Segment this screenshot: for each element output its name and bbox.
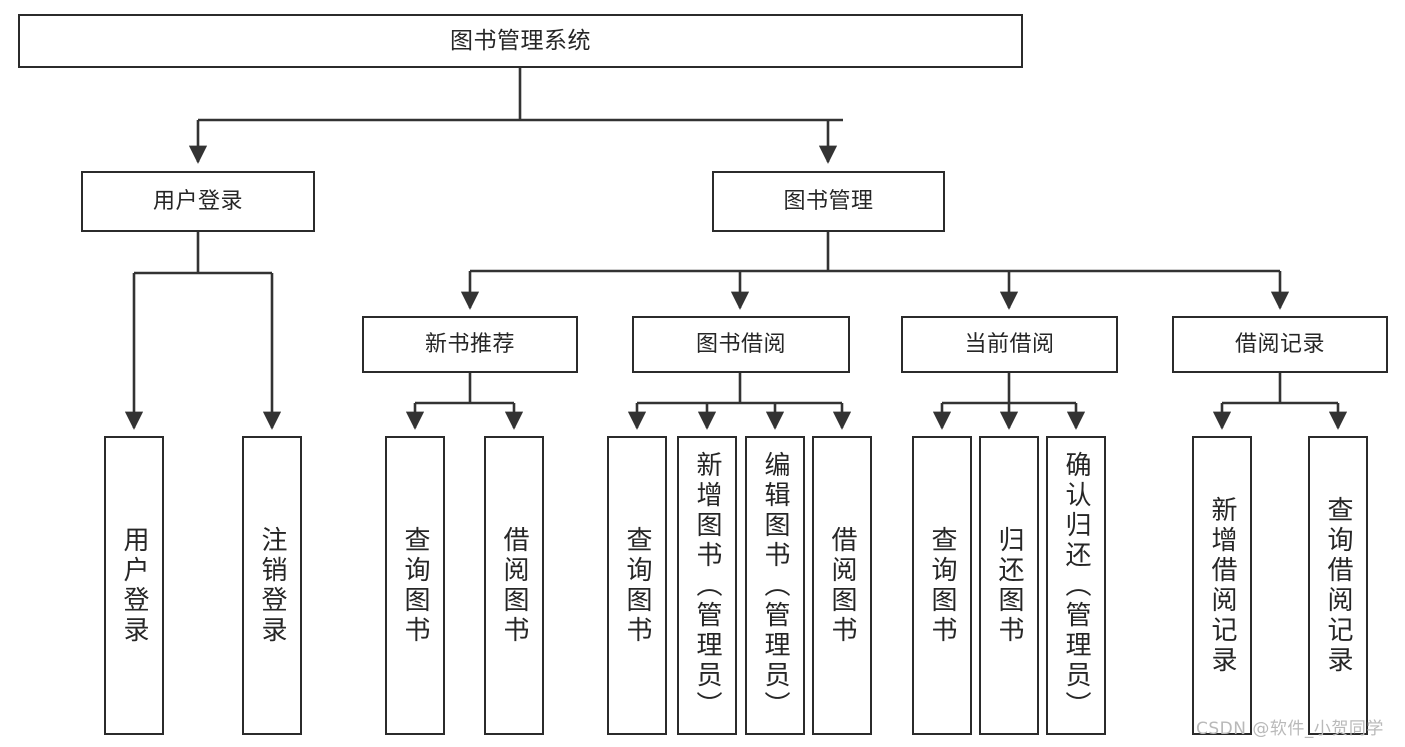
node-label: 编辑图书（管理员） <box>760 450 790 721</box>
node-label: 图书管理 <box>783 188 874 214</box>
node-leaf-query-borrow-record[interactable]: 查询借阅记录 <box>1308 436 1368 735</box>
node-leaf-edit-book-admin[interactable]: 编辑图书（管理员） <box>745 436 805 735</box>
node-leaf-query-book-current[interactable]: 查询图书 <box>912 436 972 735</box>
node-label: 确认归还（管理员） <box>1061 450 1091 721</box>
node-label: 新书推荐 <box>424 331 515 357</box>
node-leaf-add-book-admin[interactable]: 新增图书（管理员） <box>677 436 737 735</box>
node-book-management[interactable]: 图书管理 <box>712 171 945 232</box>
node-borrow-record[interactable]: 借阅记录 <box>1172 316 1388 373</box>
node-user-login[interactable]: 用户登录 <box>81 171 315 232</box>
node-label: 图书管理系统 <box>450 27 591 54</box>
node-root-book-management-system[interactable]: 图书管理系统 <box>18 14 1023 68</box>
node-label: 新增借阅记录 <box>1207 495 1237 676</box>
node-leaf-query-book-borrow[interactable]: 查询图书 <box>607 436 667 735</box>
node-label: 图书借阅 <box>695 331 786 357</box>
node-leaf-borrow-book[interactable]: 借阅图书 <box>812 436 872 735</box>
node-label: 新增图书（管理员） <box>692 450 722 721</box>
node-label: 查询图书 <box>927 525 957 646</box>
node-label: 用户登录 <box>152 188 243 214</box>
node-leaf-user-login[interactable]: 用户登录 <box>104 436 164 735</box>
csdn-watermark: CSDN @软件_小贺同学 <box>1196 719 1384 739</box>
node-current-borrow[interactable]: 当前借阅 <box>901 316 1118 373</box>
node-label: 借阅图书 <box>499 525 529 646</box>
node-leaf-logout[interactable]: 注销登录 <box>242 436 302 735</box>
node-label: 查询借阅记录 <box>1323 495 1353 676</box>
node-label: 查询图书 <box>400 525 430 646</box>
node-book-borrow[interactable]: 图书借阅 <box>632 316 850 373</box>
node-label: 归还图书 <box>994 525 1024 646</box>
node-leaf-borrow-book-recommend[interactable]: 借阅图书 <box>484 436 544 735</box>
node-leaf-confirm-return-admin[interactable]: 确认归还（管理员） <box>1046 436 1106 735</box>
node-leaf-add-borrow-record[interactable]: 新增借阅记录 <box>1192 436 1252 735</box>
node-label: 借阅图书 <box>827 525 857 646</box>
node-leaf-return-book[interactable]: 归还图书 <box>979 436 1039 735</box>
node-label: 当前借阅 <box>964 331 1055 357</box>
node-label: 查询图书 <box>622 525 652 646</box>
node-label: 注销登录 <box>257 525 287 646</box>
node-leaf-query-book-recommend[interactable]: 查询图书 <box>385 436 445 735</box>
node-label: 借阅记录 <box>1234 331 1325 357</box>
node-label: 用户登录 <box>119 525 149 646</box>
node-new-book-recommendation[interactable]: 新书推荐 <box>362 316 578 373</box>
